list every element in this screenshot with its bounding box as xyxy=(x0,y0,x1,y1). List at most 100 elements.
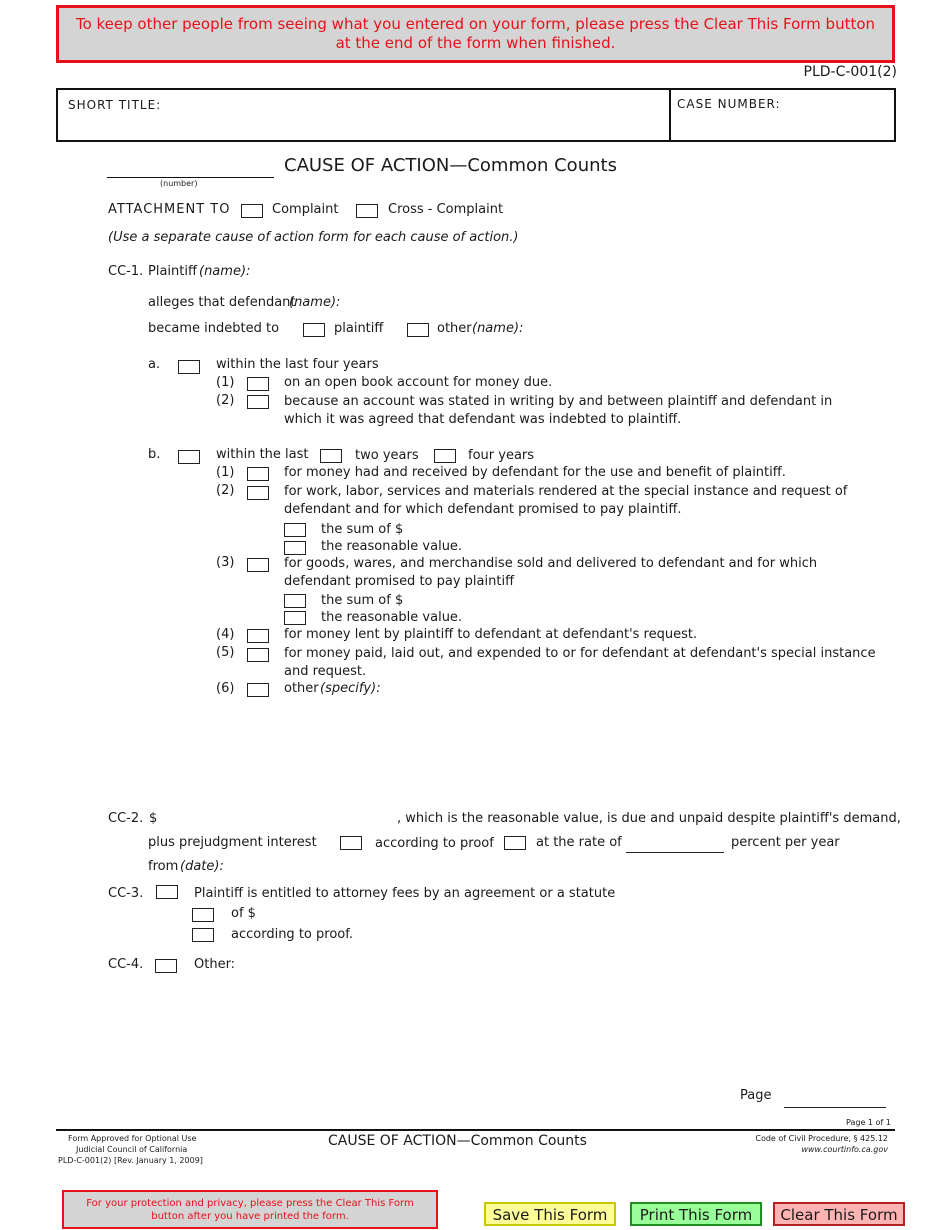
item-b1-checkbox[interactable] xyxy=(247,467,269,481)
item-b6-text: other xyxy=(284,681,319,696)
cc2-dollar: $ xyxy=(149,811,158,826)
cc2-according-label: according to proof xyxy=(375,836,494,851)
item-b3-reasonable-checkbox[interactable] xyxy=(284,611,306,625)
cc1-plaintiff-label: Plaintiff xyxy=(148,264,197,279)
page-number-field[interactable] xyxy=(784,1090,886,1108)
four-years-checkbox[interactable] xyxy=(434,449,456,463)
item-b6-specify-field[interactable] xyxy=(284,700,889,800)
cc2-amount-field[interactable] xyxy=(160,810,395,826)
cc3-amount-field[interactable] xyxy=(262,905,462,921)
four-years-label: four years xyxy=(468,448,535,463)
item-b1-text: for money had and received by defendant … xyxy=(284,465,786,480)
item-b6-hint: (specify): xyxy=(320,681,381,696)
cc1-plaintiff-name-field[interactable] xyxy=(252,262,892,278)
cc1-other-hint: (name): xyxy=(472,321,524,336)
cc2-rate-field[interactable] xyxy=(626,835,724,853)
number-caption: (number) xyxy=(160,179,198,188)
item-b2-checkbox[interactable] xyxy=(247,486,269,500)
cc1-label: CC-1. xyxy=(108,264,144,279)
cc4-label: CC-4. xyxy=(108,957,144,972)
footer-left-1: Form Approved for Optional Use xyxy=(68,1134,197,1143)
cc1-plaintiff-hint: (name): xyxy=(199,264,251,279)
item-b2-reasonable-checkbox[interactable] xyxy=(284,541,306,555)
bottom-privacy-notice: For your protection and privacy, please … xyxy=(62,1190,438,1229)
footer-right-2: www.courtinfo.ca.gov xyxy=(801,1145,888,1154)
item-b3-sum-field[interactable] xyxy=(400,592,550,608)
item-b2-sum-field[interactable] xyxy=(400,521,550,537)
cross-complaint-checkbox[interactable] xyxy=(356,204,378,218)
cc1-other-name-field[interactable] xyxy=(525,319,892,335)
two-years-label: two years xyxy=(355,448,419,463)
cc1-alleges-label: alleges that defendant xyxy=(148,295,296,310)
item-a2-num: (2) xyxy=(216,393,235,408)
item-b2-sum-checkbox[interactable] xyxy=(284,523,306,537)
item-b6-num: (6) xyxy=(216,681,235,696)
item-a1-text: on an open book account for money due. xyxy=(284,375,553,390)
footer-rule xyxy=(56,1129,895,1131)
cc2-according-checkbox[interactable] xyxy=(340,836,362,850)
item-b5-text: for money paid, laid out, and expended t… xyxy=(284,646,876,679)
attachment-note: (Use a separate cause of action form for… xyxy=(108,230,519,245)
item-a1-num: (1) xyxy=(216,375,235,390)
clear-form-button[interactable]: Clear This Form xyxy=(773,1202,905,1226)
item-b2-text: for work, labor, services and materials … xyxy=(284,484,848,517)
cc1-defendant-name-field[interactable] xyxy=(342,293,892,309)
form-number: PLD-C-001(2) xyxy=(803,64,897,80)
cause-number-field[interactable] xyxy=(107,160,274,178)
cc1-plaintiff-checkbox[interactable] xyxy=(303,323,325,337)
item-b3-num: (3) xyxy=(216,555,235,570)
page-count: Page 1 of 1 xyxy=(846,1118,891,1127)
item-b5-num: (5) xyxy=(216,645,235,660)
item-b3-checkbox[interactable] xyxy=(247,558,269,572)
cc2-interest-label: plus prejudgment interest xyxy=(148,835,317,850)
complaint-label: Complaint xyxy=(272,202,339,217)
item-b3-text: for goods, wares, and merchandise sold a… xyxy=(284,556,818,589)
footer-left-3: PLD-C-001(2) [Rev. January 1, 2009] xyxy=(58,1156,203,1165)
privacy-notice-text: To keep other people from seeing what yo… xyxy=(75,15,876,52)
cc3-of-checkbox[interactable] xyxy=(192,908,214,922)
cc3-according-label: according to proof. xyxy=(231,927,353,942)
item-b6-checkbox[interactable] xyxy=(247,683,269,697)
footer-title: CAUSE OF ACTION—Common Counts xyxy=(328,1133,587,1149)
cc3-label: CC-3. xyxy=(108,886,144,901)
item-b4-num: (4) xyxy=(216,627,235,642)
cc4-checkbox[interactable] xyxy=(155,959,177,973)
item-b3-sum-checkbox[interactable] xyxy=(284,594,306,608)
bottom-privacy-notice-text: For your protection and privacy, please … xyxy=(86,1198,414,1222)
item-a1-checkbox[interactable] xyxy=(247,377,269,391)
footer-left-2: Judicial Council of California xyxy=(76,1145,188,1154)
item-b1-num: (1) xyxy=(216,465,235,480)
cc4-other-field[interactable] xyxy=(240,955,890,1065)
print-form-button[interactable]: Print This Form xyxy=(630,1202,762,1226)
item-b5-checkbox[interactable] xyxy=(247,648,269,662)
cc3-checkbox[interactable] xyxy=(156,885,178,899)
two-years-checkbox[interactable] xyxy=(320,449,342,463)
cc2-date-field[interactable] xyxy=(225,857,525,873)
item-a-letter: a. xyxy=(148,357,161,372)
complaint-checkbox[interactable] xyxy=(241,204,263,218)
cc2-text: , which is the reasonable value, is due … xyxy=(397,811,901,826)
item-b-text: within the last xyxy=(216,447,309,462)
item-a2-checkbox[interactable] xyxy=(247,395,269,409)
cc4-text: Other: xyxy=(194,957,236,972)
form-title: CAUSE OF ACTION—Common Counts xyxy=(284,155,617,176)
cc3-according-checkbox[interactable] xyxy=(192,928,214,942)
cc2-rate-checkbox[interactable] xyxy=(504,836,526,850)
cc1-other-checkbox[interactable] xyxy=(407,323,429,337)
case-number-label: CASE NUMBER: xyxy=(677,97,781,111)
save-form-button[interactable]: Save This Form xyxy=(484,1202,616,1226)
case-number-field[interactable] xyxy=(676,114,888,136)
cc2-percent-label: percent per year xyxy=(731,835,840,850)
item-a-checkbox[interactable] xyxy=(178,360,200,374)
item-b-letter: b. xyxy=(148,447,161,462)
item-a-text: within the last four years xyxy=(216,357,379,372)
cc2-date-hint: (date): xyxy=(180,859,224,874)
short-title-field[interactable] xyxy=(66,114,664,136)
cc1-defendant-hint: (name): xyxy=(289,295,341,310)
item-b-checkbox[interactable] xyxy=(178,450,200,464)
header-box xyxy=(56,88,896,142)
privacy-notice: To keep other people from seeing what yo… xyxy=(56,5,895,63)
short-title-label: SHORT TITLE: xyxy=(68,98,162,112)
item-b4-checkbox[interactable] xyxy=(247,629,269,643)
cc1-became-indebted: became indebted to xyxy=(148,321,280,336)
